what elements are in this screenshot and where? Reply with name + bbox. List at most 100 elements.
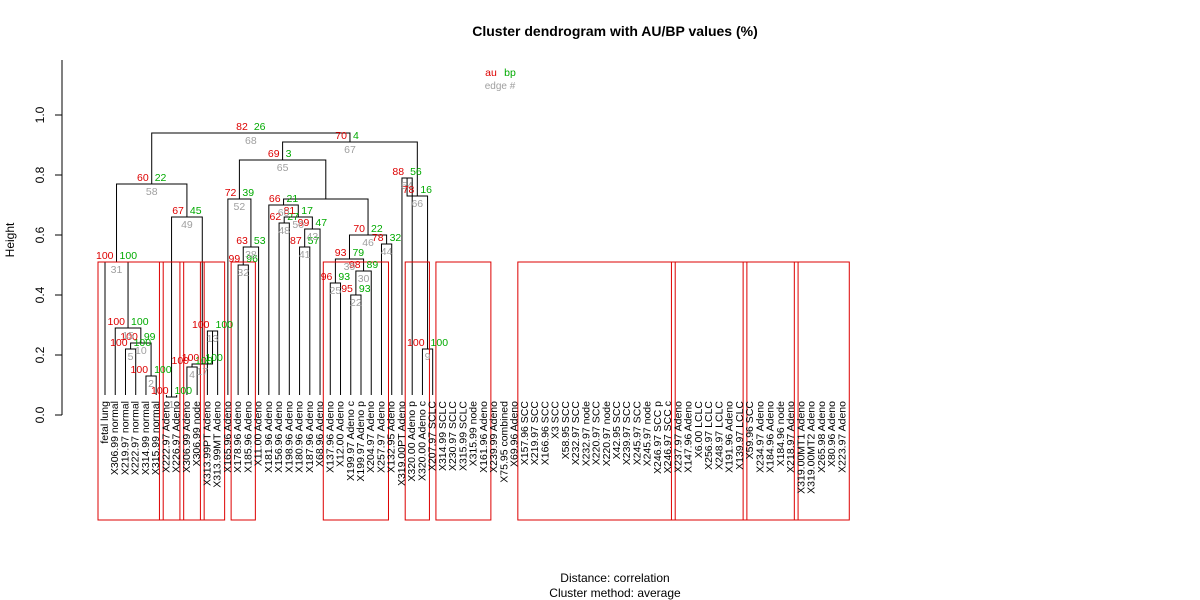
au-value: 82 [236, 121, 248, 133]
cluster-rect [435, 261, 492, 521]
leaf-label: X220.97 node [601, 401, 613, 467]
bp-value: 100 [120, 250, 138, 262]
leaf-label: X246.97 SCC p [652, 401, 664, 474]
au-value: 67 [172, 205, 184, 217]
leaf-label: X315.99 normal [150, 401, 162, 475]
y-axis-ticks: 0.00.20.40.60.81.0 [33, 106, 62, 423]
edge-number: 54 [401, 180, 413, 192]
cluster-rect [404, 261, 430, 521]
leaf-label: X314.99 SCLC [437, 401, 449, 471]
cluster-rect [230, 261, 256, 521]
edge-number: 46 [362, 237, 374, 249]
leaf-label: X306.99 node [191, 401, 203, 467]
leaf-label: X226.97 Adeno [171, 401, 183, 473]
footer-method: Cluster method: average [549, 586, 681, 600]
leaf-label: X315.99 node [468, 401, 480, 467]
edge-number: 1 [169, 399, 175, 411]
leaf-label: X137.96 Adeno [324, 401, 336, 473]
edge-number: 10 [135, 345, 147, 357]
y-tick-label: 1.0 [33, 106, 47, 123]
leaf-label: X232.97 node [580, 401, 592, 467]
leaf-label: X239.97 SCC [621, 401, 633, 466]
leaf-label: X198.96 Adeno [283, 401, 295, 473]
au-value: 66 [269, 193, 281, 205]
bp-value: 26 [254, 121, 266, 133]
edge-number: 66 [411, 198, 423, 210]
leaf-label: X237.97 Adeno [672, 401, 684, 473]
footer-distance: Distance: correlation [560, 571, 669, 585]
y-tick-label: 0.2 [33, 346, 47, 363]
bp-value: 100 [134, 337, 152, 349]
cluster-rect [322, 261, 389, 521]
chart-title: Cluster dendrogram with AU/BP values (%) [472, 23, 758, 39]
leaf-label: X6.00 LCLC [693, 401, 705, 459]
leaf-label: X222.97 Adeno [160, 401, 172, 473]
branch [278, 222, 290, 395]
leaf-label: X42.95 SCC [611, 401, 623, 460]
branch [237, 264, 249, 395]
leaf-label: X313.99MT Adeno [212, 401, 224, 488]
leaf-label: X3 SCC [550, 401, 562, 439]
edge-number: 39 [344, 261, 356, 273]
leaf-label: X68.96 Adeno [314, 401, 326, 467]
leaf-label: X207.97 SCLC [427, 401, 439, 471]
y-axis-label: Height [3, 222, 17, 257]
au-value: 69 [268, 148, 280, 160]
au-value: 95 [341, 283, 353, 295]
bp-value: 89 [367, 259, 379, 271]
bp-value: 56 [410, 166, 422, 178]
leaf-label: X166.96 SCC [539, 401, 551, 466]
leaf-label: X256.97 LCLC [703, 401, 715, 470]
branch [329, 282, 342, 395]
au-value: 99 [298, 217, 310, 229]
leaf-label: X199.97 Adeno c [345, 401, 357, 481]
au-value: 78 [372, 232, 384, 244]
bp-value: 4 [353, 130, 359, 142]
au-value: 63 [236, 235, 248, 247]
cluster-rect [517, 261, 676, 521]
leaf-label: X265.98 Adeno [816, 401, 828, 473]
leaf-label: X223.97 Adeno [836, 401, 848, 473]
au-value: 100 [131, 364, 149, 376]
au-value: 96 [321, 271, 333, 283]
cluster-rectangles [97, 261, 850, 521]
bp-value: 45 [190, 205, 202, 217]
edge-number: 5 [128, 351, 134, 363]
bp-value: 100 [175, 385, 193, 397]
leaf-label: X157.96 SCC [519, 401, 531, 466]
au-value: 100 [110, 337, 128, 349]
au-value: 100 [151, 385, 169, 397]
leaf-label: X12.00 Adeno [335, 401, 347, 467]
leaf-label: X306.99 normal [109, 401, 121, 475]
leaf-label: X222.97 normal [130, 401, 142, 475]
leaf-label: X245.97 SCC [631, 401, 643, 466]
branch [401, 177, 413, 395]
leaf-label: X156.96 Adeno [273, 401, 285, 473]
edge-number: 15 [122, 330, 134, 342]
au-value: 98 [349, 259, 361, 271]
leaf-label: X184.96 Adeno [765, 401, 777, 473]
bp-value: 39 [242, 187, 254, 199]
edge-number: 38 [245, 249, 257, 261]
leaf-label: fetal lung [99, 401, 111, 444]
edge-number: 65 [277, 162, 289, 174]
branch [151, 132, 351, 184]
edge-number: 9 [425, 351, 431, 363]
legend: au bp edge # [485, 67, 516, 92]
edge-number: 30 [358, 273, 370, 285]
edge-number: 60 [278, 207, 290, 219]
au-value: 100 [182, 352, 200, 364]
leaf-label: X75.95 combined [498, 401, 510, 483]
leaf-label: X248.97 LCLC [713, 401, 725, 470]
leaf-label: X320.00 Adeno p [406, 401, 418, 482]
leaf-label: X257.97 Adeno [375, 401, 387, 473]
leaf-label: X320.00 Adeno c [416, 401, 428, 481]
leaf-label: X239.99 Adeno [488, 401, 500, 473]
branch [299, 246, 311, 395]
au-value: 100 [108, 316, 126, 328]
au-value: 100 [120, 331, 138, 343]
leaf-label: X132.95 Adeno [386, 401, 398, 473]
bp-value: 96 [246, 253, 258, 265]
leaf-label: X220.97 SCC [591, 401, 603, 466]
